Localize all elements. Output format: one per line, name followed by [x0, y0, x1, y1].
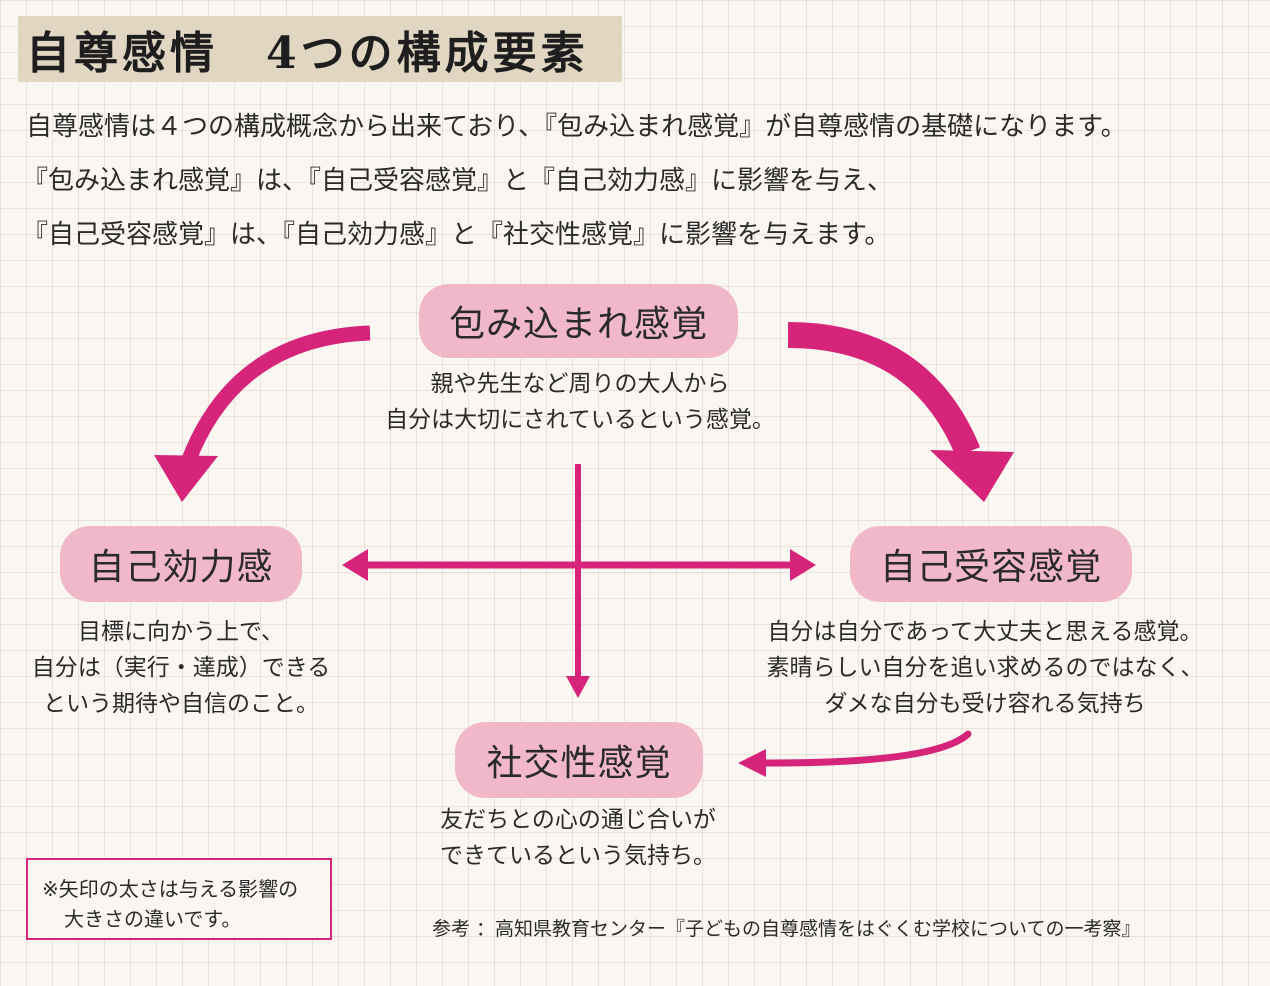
- desc-line: 自分は自分であって大丈夫と思える感覚。: [767, 619, 1203, 645]
- desc-line: 自分は大切にされているという感覚。: [385, 407, 775, 433]
- reference-text: 参考 ：高知県教育センター『子どもの自尊感情をはぐくむ学校についての一考察』: [432, 918, 1141, 940]
- title-banner: 自尊感情 4つの構成要素: [18, 16, 622, 82]
- node-juyou-desc: 自分は自分であって大丈夫と思える感覚。 素晴らしい自分を追い求めるのではなく、 …: [740, 614, 1230, 722]
- desc-line: できているという気持ち。: [440, 843, 716, 869]
- desc-line: 友だちとの心の通じ合いが: [440, 807, 716, 833]
- node-tsutsumi: 包み込まれ感覚: [419, 284, 738, 358]
- note-line: 大きさの違いです。: [64, 907, 242, 931]
- arrow-tsutsumi-to-juyou: [787, 322, 981, 458]
- node-shakou-desc: 友だちとの心の通じ合いが できているという気持ち。: [380, 802, 776, 874]
- arrowhead-tsutsumi-to-kouryoku: [154, 455, 218, 502]
- node-tsutsumi-desc: 親や先生など周りの大人から 自分は大切にされているという感覚。: [330, 366, 830, 438]
- arrowhead-to-shakou: [738, 749, 766, 777]
- intro-line: 『自己受容感覚』は、『自己効力感』と『社交性感覚』に影響を与えます。: [22, 220, 891, 250]
- node-shakou: 社交性感覚: [455, 722, 703, 798]
- arrowhead-tsutsumi-to-juyou: [930, 450, 1014, 502]
- note-line: ※矢印の太さは与える影響の: [42, 877, 299, 901]
- desc-line: 自分は（実行・達成）できる: [31, 655, 331, 681]
- arrowhead-right: [790, 549, 816, 581]
- desc-line: という期待や自信のこと。: [43, 691, 319, 717]
- page-title: 自尊感情 4つの構成要素: [26, 28, 589, 79]
- intro-line: 自尊感情は４つの構成概念から出来ており、『包み込まれ感覚』が自尊感情の基礎になり…: [26, 112, 1127, 142]
- desc-line: 素晴らしい自分を追い求めるのではなく、: [766, 655, 1204, 681]
- intro-text: 自尊感情は４つの構成概念から出来ており、『包み込まれ感覚』が自尊感情の基礎になり…: [22, 100, 1252, 262]
- desc-line: ダメな自分も受け容れる気持ち: [824, 691, 1146, 717]
- arrow-juyou-to-shakou: [756, 730, 972, 767]
- arrow-tsutsumi-to-kouryoku: [180, 325, 371, 465]
- node-kouryoku: 自己効力感: [60, 526, 302, 602]
- desc-line: 親や先生など周りの大人から: [430, 371, 730, 397]
- desc-line: 目標に向かう上で、: [77, 619, 285, 645]
- arrowhead-left: [342, 549, 368, 581]
- node-juyou: 自己受容感覚: [850, 526, 1132, 602]
- note-box: ※矢印の太さは与える影響の 大きさの違いです。: [26, 858, 332, 940]
- intro-line: 『包み込まれ感覚』は、『自己受容感覚』と『自己効力感』に影響を与え、: [22, 166, 894, 196]
- node-kouryoku-desc: 目標に向かう上で、 自分は（実行・達成）できる という期待や自信のこと。: [0, 614, 362, 722]
- arrowhead-down: [566, 676, 590, 698]
